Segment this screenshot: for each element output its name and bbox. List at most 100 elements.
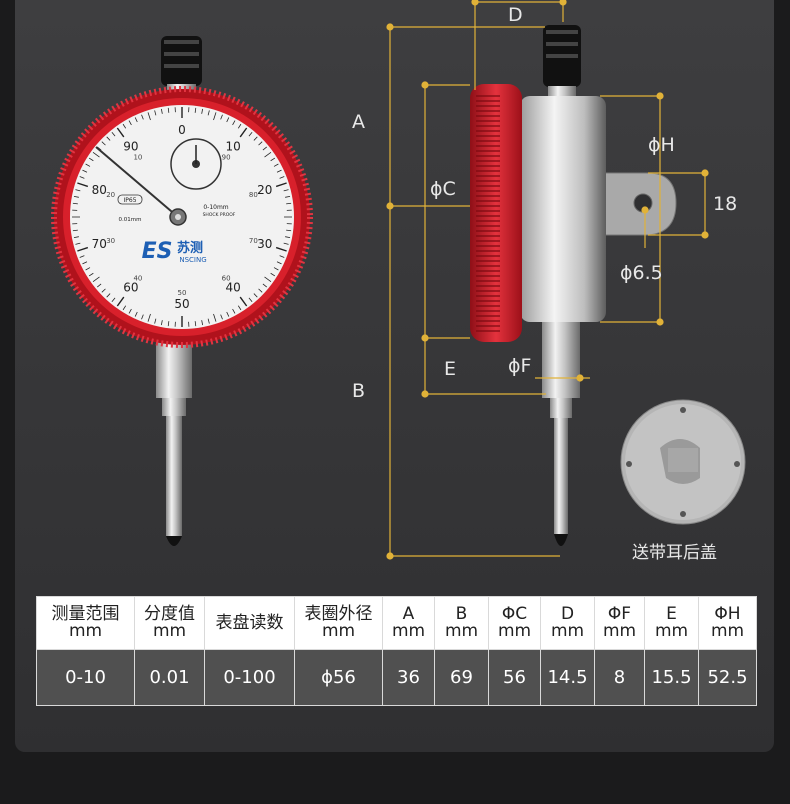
front-stem — [156, 338, 192, 546]
spec-value-row: 0-10 0.01 0-100 ϕ56 36 69 56 14.5 8 15.5… — [36, 649, 757, 706]
dial-tick — [226, 311, 230, 317]
dial-inner-number: 90 — [222, 153, 231, 161]
dial-tick — [276, 261, 282, 265]
spec-value: 56 — [488, 649, 541, 706]
dial-number: 20 — [257, 183, 272, 197]
dial-tick — [88, 272, 94, 277]
dial-tick — [101, 288, 106, 293]
dial-inner-number: 70 — [249, 237, 258, 245]
dial-tick — [232, 120, 236, 126]
dim-label-a: A — [352, 111, 365, 133]
dial-tick — [134, 117, 138, 123]
dial-tick — [264, 276, 272, 282]
dial-number: 40 — [225, 280, 240, 294]
dial-tick — [106, 293, 111, 298]
spec-header: 表盘读数 — [204, 596, 295, 650]
dial-tick — [273, 163, 279, 167]
dial-tick — [264, 152, 272, 158]
dial-tick — [85, 267, 91, 271]
dial-tick — [106, 136, 111, 141]
dim-label-d: D — [508, 4, 523, 26]
ip-rating: IP65 — [123, 197, 136, 204]
dial-tick — [253, 293, 258, 298]
dim-label-hole: ϕ6.5 — [620, 262, 663, 284]
spec-value: 52.5 — [698, 649, 757, 706]
dial-tick — [207, 318, 210, 324]
spec-value: 0-100 — [204, 649, 295, 706]
dial-tick — [116, 296, 125, 307]
dial-tick — [147, 112, 151, 121]
dial-number: 90 — [123, 140, 138, 154]
dimension-lines — [386, 0, 709, 560]
dial-tick — [258, 141, 263, 146]
dial-tick — [134, 311, 138, 317]
dial-number: 70 — [92, 237, 107, 251]
dial-tick — [232, 308, 236, 314]
dial-tick — [73, 195, 79, 198]
dial-tick — [275, 246, 287, 252]
dial-number: 30 — [257, 237, 272, 251]
dial-tick — [270, 157, 276, 162]
dial-tick — [213, 112, 217, 121]
dial-tick — [141, 314, 144, 320]
dial-tick — [167, 107, 170, 113]
dial-tick — [88, 157, 94, 162]
dial-tick — [122, 305, 127, 311]
side-top-cap — [543, 25, 581, 100]
dial-tick — [248, 297, 253, 303]
dial-tick — [283, 189, 289, 192]
dial-tick — [73, 236, 79, 239]
dial-tick — [207, 110, 210, 116]
spec-value: ϕ56 — [294, 649, 383, 706]
dial-tick — [194, 107, 197, 113]
dial-tick — [111, 131, 116, 137]
dial-tick — [79, 255, 85, 258]
spec-value: 69 — [434, 649, 489, 706]
dial-inner-number: 80 — [249, 191, 258, 199]
spec-value: 0.01 — [134, 649, 205, 706]
back-cover-image — [620, 399, 746, 525]
dial-tick — [279, 176, 285, 179]
dial-tick — [75, 189, 81, 192]
side-body — [520, 96, 606, 322]
dial-tick — [72, 229, 78, 232]
dial-tick — [82, 169, 88, 173]
dial-tick — [128, 308, 132, 314]
dial-tick — [160, 320, 163, 326]
dim-label-f: ϕF — [508, 355, 532, 377]
dial-tick — [128, 120, 132, 126]
dial-tick — [276, 169, 282, 173]
dim-label-b: B — [352, 380, 366, 402]
dial-tick — [154, 318, 157, 324]
dial-number: 50 — [174, 297, 189, 311]
dial-tick — [262, 146, 268, 151]
dial-tick — [79, 176, 85, 179]
dial-tick — [273, 267, 279, 271]
dial-number: 60 — [123, 280, 138, 294]
dial-tick — [77, 246, 89, 252]
dial-tick — [237, 123, 242, 129]
resolution-text: 0.01mm — [119, 217, 142, 223]
brand-en: NSCING — [179, 256, 206, 264]
dim-label-lug: 18 — [713, 193, 738, 215]
dial-inner-number: 10 — [133, 153, 142, 161]
dial-tick — [92, 276, 100, 282]
dial-tick — [75, 242, 81, 245]
dial-tick — [275, 182, 287, 188]
dial-tick — [239, 296, 248, 307]
dial-inner-number: 30 — [106, 237, 115, 245]
dial-tick — [237, 305, 242, 311]
brand-logo: ES — [142, 239, 173, 264]
dial-tick — [122, 123, 127, 129]
dial-pointer — [95, 146, 179, 218]
